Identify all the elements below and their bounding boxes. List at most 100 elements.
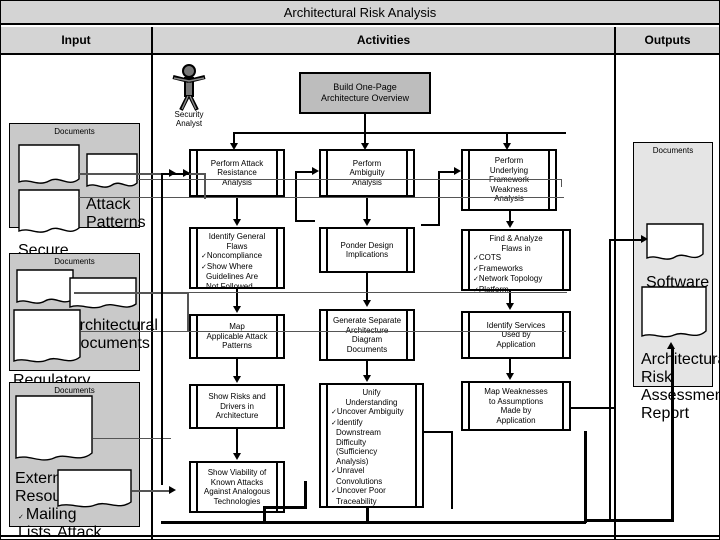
arrow-c3-s4 [506,373,514,380]
process-left-bar [468,313,470,357]
arrow-to-report [667,342,675,349]
flow-left-feedback-riser [161,173,163,485]
flow-bottom-bus-c1 [263,506,266,524]
process-left-bar [196,386,198,427]
flow-map-weaknesses-out [570,407,614,409]
flow-regulatory-requirements [81,331,566,332]
flow-left-feedback-in [161,173,189,175]
document-shape-icon [641,286,707,338]
doc-requirements: Require- ments [16,269,77,347]
process-right-bar [406,311,408,359]
process-show-viability-known-attacks[interactable]: Show Viability of Known Attacks Against … [189,461,285,513]
doc-external-resources: External Resources ✓ Mailing Lists ✓ Pro… [15,395,93,539]
process-ponder-design-implications[interactable]: Ponder Design Implications [319,227,415,273]
process-left-bar [326,311,328,359]
process-right-bar [406,151,408,195]
process-perform-ambiguity-analysis[interactable]: Perform Ambiguity Analysis [319,149,415,197]
process-right-bar [406,229,408,271]
flow-unify-out-riser [451,431,453,509]
process-bullets: ✓COTS ✓Frameworks ✓Network Topology ✓Pla… [473,253,543,294]
doc-architectural-documents-text: Architectural Documents [69,317,158,352]
process-label: Show Risks and Drivers in Architecture [208,392,266,421]
process-left-bar [196,316,198,357]
process-label: Identify Services Used by Application [486,320,546,349]
flow-architectural-documents [137,292,567,293]
doc-architectural-risk-assessment-report: Architectural Risk Assessment Report [641,286,719,422]
input-group-3-title: Documents [54,386,95,395]
flow-to-report-riser [671,349,674,521]
flow-bus-left-drop [233,132,235,144]
doc-secure-design-literature: Secure Design Literature [18,189,86,295]
arrow-c1-s5 [233,453,241,460]
input-group-1-title: Documents [54,127,95,136]
input-group-2-title: Documents [54,257,95,266]
flow-c3-s3-s4 [509,359,511,374]
outputs-group-title: Documents [652,146,694,155]
process-right-bar [276,316,278,357]
flow-c2-s2-s3 [366,273,368,301]
process-map-applicable-attack-patterns[interactable]: Map Applicable Attack Patterns [189,314,285,359]
column-header-input-label: Input [61,33,91,47]
process-build-one-page-architecture-overview[interactable]: Build One-Page Architecture Overview [299,72,431,114]
process-label: Unify Understanding ✓Uncover Ambiguity ✓… [331,385,412,506]
process-left-bar [468,231,470,289]
flow-bottom-bus [161,521,586,524]
process-right-bar [276,463,278,511]
arrow-c2-s4 [363,375,371,382]
lane-divider-activities-outputs [614,27,616,539]
diagram-bottom-border [1,535,719,537]
arrow-to-attack-resistance [230,143,238,150]
column-header-outputs: Outputs [616,27,719,55]
flow-c1-to-c2-run [295,220,315,222]
flow-to-software-flaws [609,239,643,241]
flow-c1-s3-s4 [236,359,238,377]
flow-external-resources [93,438,171,439]
process-perform-underlying-framework-weakness-analysis[interactable]: Perform Underlying Framework Weakness An… [461,149,557,211]
flow-distribution-bus [233,132,566,134]
process-generate-separate-architecture-diagram-documents[interactable]: Generate Separate Architecture Diagram D… [319,309,415,361]
process-find-and-analyze-flaws[interactable]: Find & Analyze Flaws in ✓COTS ✓Framework… [461,229,571,294]
process-identify-general-flaws[interactable]: Identify General Flaws ✓Noncompliance ✓S… [189,227,285,291]
doc-software-flaws: Software Flaws [646,223,709,309]
flow-c3-s2-s3 [509,291,511,304]
process-left-bar [326,151,328,195]
security-analyst-label: Security Analyst [174,110,204,128]
flow-secure-design-literature [79,197,564,198]
flow-bus-right-drop [506,132,508,144]
flow-bottom-bus-c1-run [263,506,307,509]
doc-arar-text: Architectural Risk Assessment Report [641,351,720,422]
arrow-c1-s4 [233,376,241,383]
stick-figure-icon [172,64,206,111]
flow-requirements [74,292,188,294]
process-left-bar [468,383,470,429]
arrow-into-ambiguity [312,167,319,175]
document-shape-icon [57,469,132,508]
column-header-activities: Activities [153,27,614,55]
process-identify-services-used-by-application[interactable]: Identify Services Used by Application [461,311,571,359]
external-resources-bullets: ✓ Mailing Lists ✓ Product Documentation [18,506,77,540]
flow-c3-s1-s2 [509,211,511,222]
flow-c2-to-c3-vert [438,171,440,226]
process-left-bar [196,463,198,511]
process-bullets: ✓Noncompliance ✓Show Where Guidelines Ar… [201,251,263,291]
doc-architectural-documents: Architectural Documents [69,277,158,352]
arrow-left-feedback [183,169,190,177]
process-unify-understanding[interactable]: Unify Understanding ✓Uncover Ambiguity ✓… [319,383,424,508]
flow-c2-s1-s2 [366,197,368,219]
flow-into-c2 [295,171,313,173]
process-map-weaknesses-to-assumptions[interactable]: Map Weaknesses to Assumptions Made by Ap… [461,381,571,431]
process-label: Find & Analyze Flaws in ✓COTS ✓Framework… [473,231,559,294]
document-shape-icon [69,277,137,309]
process-label: Map Weaknesses to Assumptions Made by Ap… [484,387,548,425]
arrow-c3-s2 [506,221,514,228]
process-bullets: ✓Uncover Ambiguity ✓Identify Downstream … [331,407,404,506]
column-header-input: Input [1,27,151,55]
document-shape-icon [15,395,93,461]
flow-bottom-bus-c2 [366,508,369,524]
process-right-bar [276,229,278,287]
arrow-c2-s2 [363,219,371,226]
process-show-risks-and-drivers[interactable]: Show Risks and Drivers in Architecture [189,384,285,429]
process-left-bar [326,229,328,271]
flow-c2-s3-s4 [366,361,368,376]
